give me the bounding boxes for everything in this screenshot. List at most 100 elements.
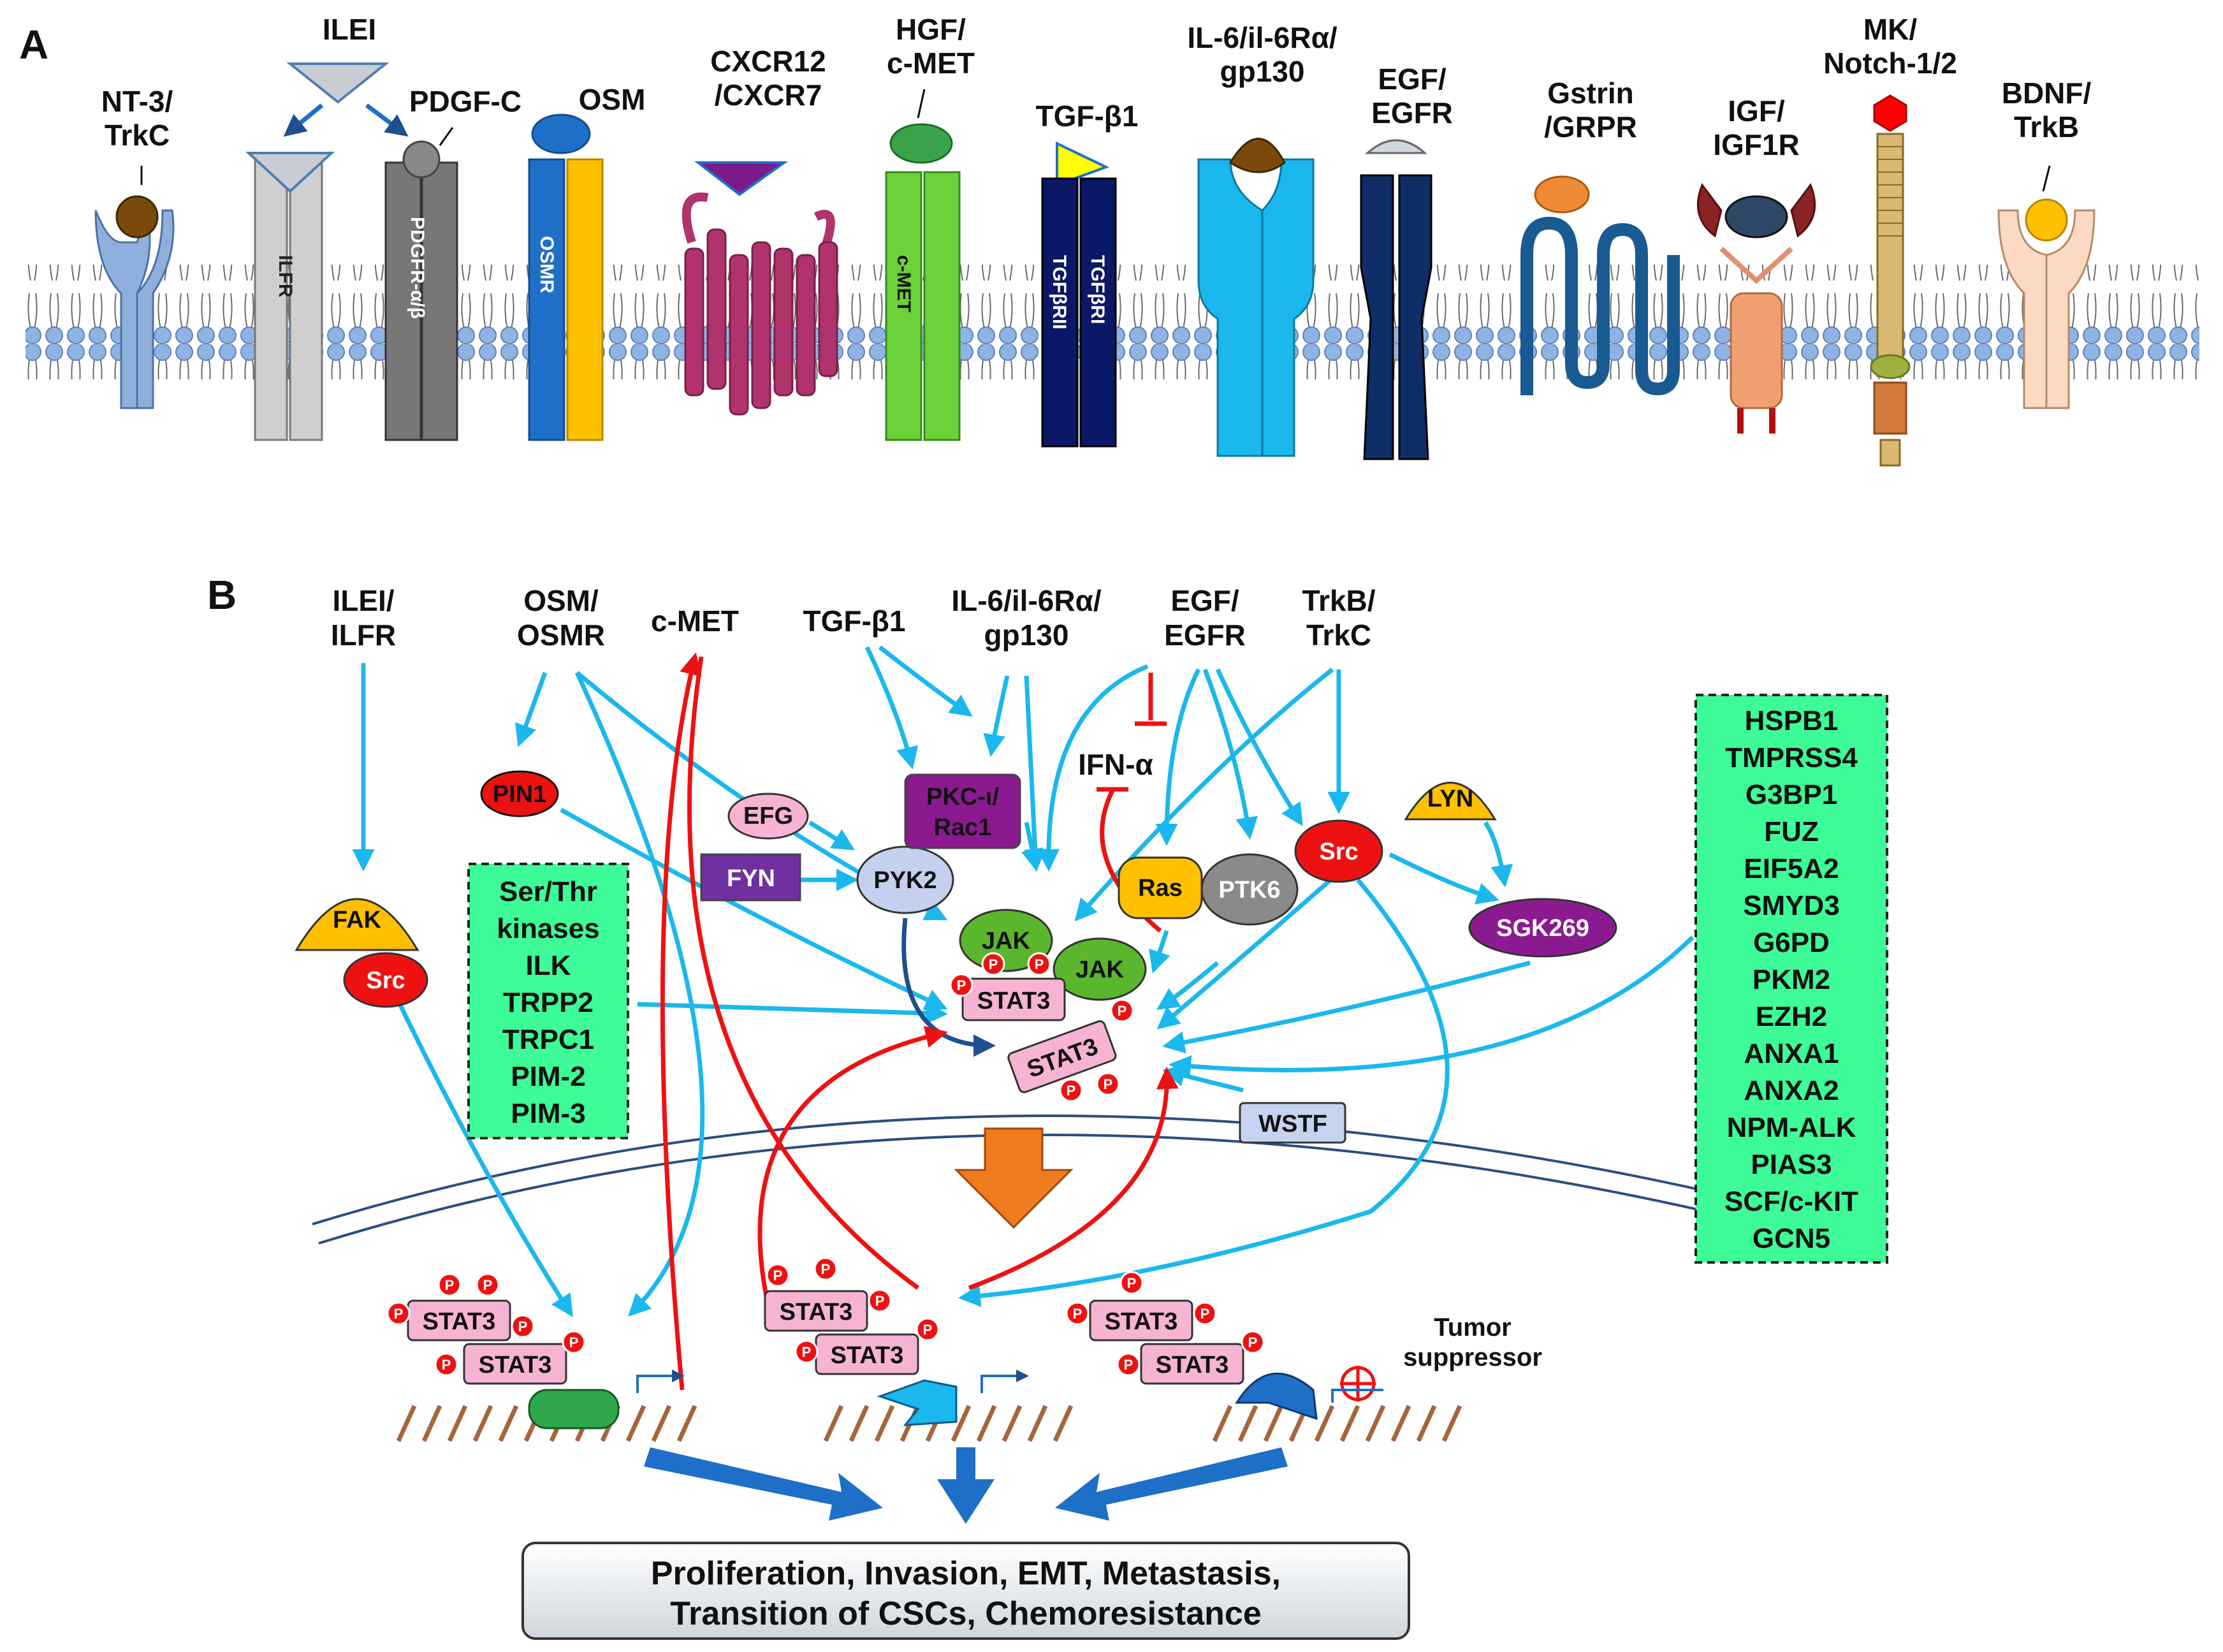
output-arrows (644, 1447, 1288, 1524)
svg-text:JAK: JAK (1075, 956, 1125, 983)
svg-text:P: P (394, 1306, 404, 1322)
nuclear-envelope-outer (312, 1115, 1843, 1225)
label-gstrin-1: Gstrin (1547, 77, 1633, 110)
label-gstrin-2: /GRPR (1544, 110, 1637, 143)
tumor-suppressor-2: suppressor (1403, 1343, 1542, 1371)
svg-text:STAT3: STAT3 (977, 988, 1051, 1014)
left-kinase-box: Ser/Thr kinases ILK TRPP2 TRPC1 PIM-2 PI… (467, 863, 629, 1139)
src-egf-1: EGF/ (1170, 584, 1239, 617)
svg-text:ANXA1: ANXA1 (1744, 1038, 1839, 1069)
receptor-osm: OSM OSMR (528, 83, 646, 441)
nuclear-envelope-inner (318, 1134, 1837, 1245)
svg-text:PKC-ι/: PKC-ι/ (926, 784, 999, 810)
node-ifn-alpha: IFN-α (1078, 748, 1153, 781)
svg-text:P: P (773, 1268, 783, 1283)
label-igf-1: IGF/ (1728, 94, 1785, 128)
svg-text:Src: Src (366, 967, 405, 994)
dna-strands (396, 1405, 1462, 1442)
receptor-egf: EGF/ EGFR (1360, 62, 1453, 460)
label-il6-2: gp130 (1220, 55, 1305, 88)
svg-text:PIM-2: PIM-2 (511, 1061, 585, 1092)
svg-text:G6PD: G6PD (1753, 927, 1830, 958)
receptor-mk-notch: MK/ Notch-1/2 (1823, 13, 1957, 467)
label-mk-2: Notch-1/2 (1823, 47, 1957, 80)
svg-text:TRPC1: TRPC1 (502, 1024, 594, 1055)
receptor-hgf: HGF/ c-MET c-MET (885, 13, 975, 441)
src-tgf: TGF-β1 (803, 604, 906, 638)
node-fak: FAK (295, 898, 419, 951)
svg-text:kinases: kinases (497, 913, 599, 944)
svg-text:P: P (569, 1334, 579, 1350)
label-cmet-receptor: c-MET (893, 255, 914, 312)
svg-text:EZH2: EZH2 (1756, 1001, 1827, 1032)
node-pkc-rac1: PKC-ι/ Rac1 (904, 773, 1021, 849)
label-pdgfc: PDGF-C (409, 85, 521, 118)
svg-text:P: P (1035, 956, 1044, 972)
svg-text:HSPB1: HSPB1 (1745, 705, 1839, 736)
label-igf-2: IGF1R (1713, 128, 1799, 161)
node-ras: Ras (1118, 856, 1203, 919)
svg-text:P: P (1073, 1306, 1082, 1322)
right-regulator-box: HSPB1 TMPRSS4 G3BP1 FUZ EIF5A2 SMYD3 G6P… (1695, 694, 1888, 1264)
svg-text:LYN: LYN (1427, 786, 1474, 812)
src-osm-2: OSMR (517, 618, 605, 652)
svg-text:STAT3: STAT3 (780, 1299, 853, 1326)
node-pyk2: PYK2 (856, 845, 954, 914)
svg-text:P: P (483, 1277, 493, 1293)
svg-text:PTK6: PTK6 (1218, 877, 1280, 903)
label-egf-2: EGFR (1371, 96, 1453, 129)
src-trk-1: TrkB/ (1302, 584, 1375, 617)
svg-text:PIM-3: PIM-3 (511, 1098, 585, 1129)
svg-text:EIF5A2: EIF5A2 (1744, 853, 1839, 884)
svg-text:PIAS3: PIAS3 (1751, 1149, 1832, 1180)
svg-text:G3BP1: G3BP1 (1746, 779, 1837, 810)
src-cmet: c-MET (651, 604, 739, 638)
pyk2-arrow (901, 917, 996, 1057)
node-lyn: LYN (1404, 782, 1497, 821)
node-wstf: WSTF (1239, 1102, 1346, 1144)
src-ilei-2: ILFR (331, 618, 396, 652)
label-ilfr: ILFR (275, 255, 296, 298)
receptor-pdgf: PDGF-C PDGFR-α/β (384, 85, 521, 441)
label-hgf-1: HGF/ (896, 13, 966, 46)
svg-text:P: P (821, 1261, 831, 1277)
label-osm: OSM (579, 83, 646, 116)
svg-text:GCN5: GCN5 (1753, 1223, 1830, 1254)
label-tgfbr2: TGFβRII (1049, 255, 1070, 330)
outcome-line-1: Proliferation, Invasion, EMT, Metastasis… (651, 1555, 1281, 1592)
node-src: Src (1294, 819, 1383, 883)
svg-text:JAK: JAK (982, 928, 1031, 954)
svg-text:SCF/c-KIT: SCF/c-KIT (1724, 1186, 1858, 1217)
receptor-gstrin: Gstrin /GRPR (1520, 77, 1680, 396)
label-tgf: TGF-β1 (1036, 99, 1139, 133)
src-trk-2: TrkC (1306, 618, 1371, 652)
receptor-cxcr: CXCR12 /CXCR7 (681, 45, 838, 416)
receptor-tgf: TGF-β1 TGFβRII TGFβRI (1036, 99, 1139, 448)
label-cxcr-1: CXCR12 (710, 45, 826, 78)
svg-text:P: P (1248, 1334, 1258, 1350)
svg-text:P: P (875, 1293, 885, 1309)
label-hgf-2: c-MET (887, 47, 975, 80)
svg-text:STAT3: STAT3 (1105, 1308, 1178, 1335)
svg-text:STAT3: STAT3 (831, 1342, 904, 1369)
svg-text:P: P (802, 1344, 812, 1360)
svg-text:P: P (1124, 1357, 1133, 1373)
svg-text:PYK2: PYK2 (873, 867, 937, 894)
label-pdgfr: PDGFR-α/β (407, 217, 428, 319)
nuclear-stat3-2: STAT3 STAT3 P P P P P (764, 1257, 1029, 1426)
label-ntrk-1: NT-3/ (101, 85, 173, 118)
svg-text:Src: Src (1319, 838, 1358, 865)
panel-b-label: B (207, 572, 237, 618)
label-ilei: ILEI (323, 13, 376, 46)
svg-text:P: P (989, 956, 998, 972)
receptor-il6: IL-6/il-6Rα/ gp130 (1187, 21, 1337, 457)
svg-text:FYN: FYN (727, 865, 775, 892)
svg-text:STAT3: STAT3 (423, 1308, 496, 1335)
nuclear-translocation-arrow (954, 1127, 1074, 1229)
outcome-box: Proliferation, Invasion, EMT, Metastasis… (521, 1542, 1410, 1640)
tumor-suppressor-1: Tumor (1434, 1313, 1511, 1341)
svg-text:STAT3: STAT3 (479, 1352, 552, 1378)
svg-text:TMPRSS4: TMPRSS4 (1725, 742, 1858, 773)
